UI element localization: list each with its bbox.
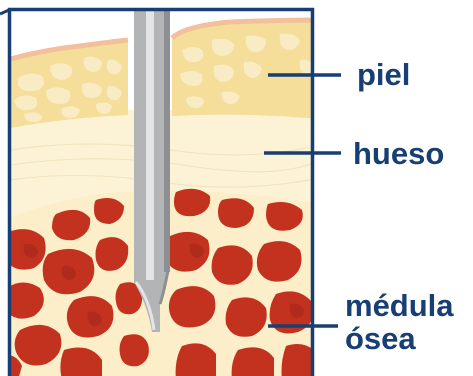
label-bone-marrow-line1: médula bbox=[345, 289, 454, 322]
label-skin: piel bbox=[357, 59, 410, 90]
biopsy-needle bbox=[134, 0, 170, 332]
label-bone-marrow-line2: ósea bbox=[345, 322, 454, 355]
label-bone-marrow: médula ósea bbox=[345, 289, 454, 355]
label-bone: hueso bbox=[353, 138, 444, 169]
frame-corner-tick bbox=[0, 10, 9, 14]
